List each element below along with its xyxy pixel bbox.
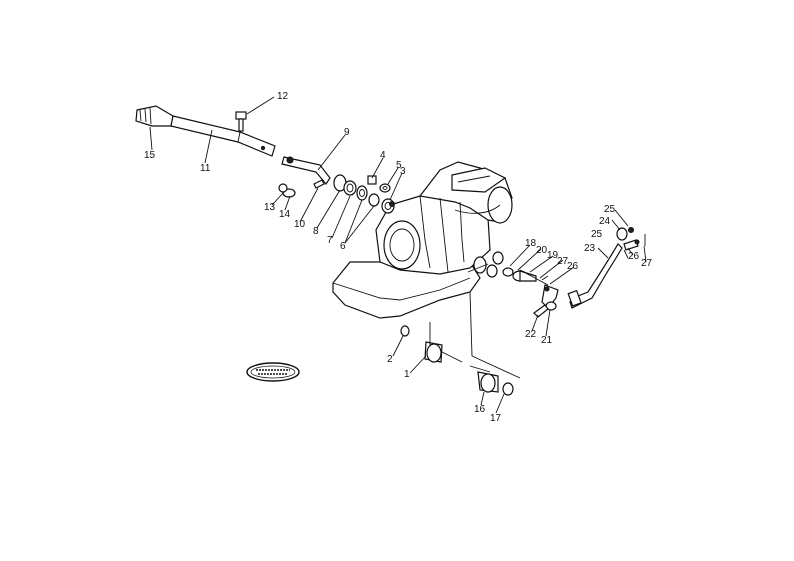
callout-27b: 27 [557, 256, 569, 267]
callout-23: 23 [584, 243, 596, 254]
linkage-parts-18-22 [486, 264, 559, 318]
selector-rod-assembly [567, 227, 646, 309]
callout-3: 3 [400, 166, 406, 177]
callout-2: 2 [387, 354, 393, 365]
callout-15: 15 [144, 150, 156, 161]
callout-11: 11 [200, 163, 211, 174]
callout-25b: 25 [591, 229, 603, 240]
manufacturer-logo [246, 362, 300, 382]
callout-4: 4 [380, 150, 386, 161]
lever-shaft-assembly [135, 105, 395, 214]
callout-17: 17 [490, 413, 502, 424]
shaft-part-9 [281, 156, 331, 186]
bushes-parts-6-7-8 [333, 174, 395, 214]
bolt-washer-parts-4-5 [367, 175, 391, 193]
callout-1: 1 [404, 369, 410, 380]
reference-lines [429, 269, 549, 379]
callout-24: 24 [599, 216, 611, 227]
callout-14: 14 [279, 209, 291, 220]
lower-shaft-assembly [400, 325, 514, 396]
callout-9: 9 [344, 127, 350, 138]
pin-part-10 [313, 179, 325, 189]
callout-26a: 26 [628, 251, 640, 262]
callout-22: 22 [525, 329, 537, 340]
callout-7: 7 [327, 235, 333, 246]
lever-tube-part-11 [170, 115, 276, 157]
knob-part-15 [135, 105, 174, 127]
callout-25a: 25 [604, 204, 616, 215]
gearbox-housing [332, 161, 513, 319]
callout-12: 12 [277, 91, 289, 102]
callout-27a: 27 [641, 258, 653, 269]
rod-part-23 [569, 243, 623, 309]
callout-5: 5 [396, 160, 402, 171]
callout-8: 8 [313, 226, 319, 237]
leader-lines [149, 96, 647, 414]
callout-26b: 26 [567, 261, 579, 272]
callout-16: 16 [474, 404, 486, 415]
callout-18: 18 [525, 238, 537, 249]
nut-washer-parts-13-14 [278, 156, 296, 198]
callout-21: 21 [541, 335, 553, 346]
bolt-part-12 [235, 111, 247, 132]
callout-6: 6 [340, 241, 346, 252]
callout-13: 13 [264, 202, 276, 213]
callout-labels: 12 15 11 9 4 5 3 13 14 10 8 7 6 25 24 25… [144, 91, 653, 424]
callout-20: 20 [536, 245, 548, 256]
callout-10: 10 [294, 219, 306, 230]
callout-19: 19 [547, 250, 559, 261]
